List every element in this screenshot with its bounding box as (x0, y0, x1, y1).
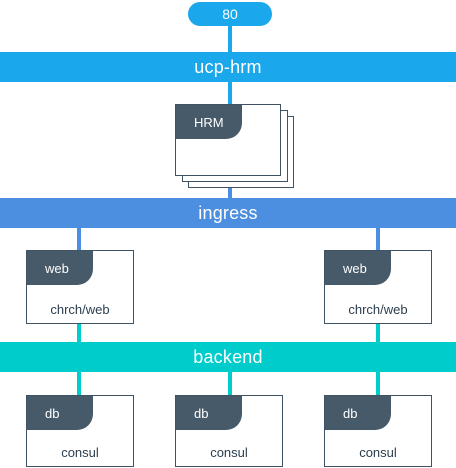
web-left-ingress-connector (77, 226, 81, 252)
port-label: 80 (222, 6, 238, 22)
port-connector (228, 24, 232, 54)
web-tag: web (325, 251, 391, 285)
hrm-bottom-connector (228, 186, 232, 198)
ucp-hrm-label: ucp-hrm (194, 56, 262, 77)
db-center-connector (228, 370, 232, 396)
db-tag: db (27, 396, 93, 430)
ingress-network-bar: ingress (0, 198, 456, 228)
web-service-card-right: web chrch/web (324, 250, 432, 324)
db-tag-label: db (194, 405, 209, 421)
web-tag-label: web (343, 260, 367, 276)
db-image-label: consul (210, 445, 248, 460)
web-image-label: chrch/web (50, 302, 110, 317)
db-image-label: consul (359, 445, 397, 460)
web-right-ingress-connector (376, 226, 380, 252)
db-image-label: consul (61, 445, 99, 460)
hrm-tag-label: HRM (194, 114, 224, 130)
hrm-top-connector (228, 80, 232, 106)
db-card-right: db consul (324, 395, 432, 467)
web-image-label: chrch/web (348, 302, 408, 317)
ingress-label: ingress (198, 202, 258, 223)
web-tag: web (27, 251, 93, 285)
db-right-connector (376, 370, 380, 396)
backend-label: backend (193, 346, 263, 367)
port-80-pill: 80 (188, 2, 272, 26)
hrm-card: HRM (175, 104, 281, 176)
web-right-backend-connector (376, 322, 380, 344)
backend-network-bar: backend (0, 342, 456, 372)
db-left-connector (77, 370, 81, 396)
hrm-tag: HRM (176, 105, 242, 139)
web-tag-label: web (45, 260, 69, 276)
db-card-left: db consul (26, 395, 134, 467)
db-tag: db (176, 396, 242, 430)
db-tag-label: db (343, 405, 358, 421)
ucp-hrm-network-bar: ucp-hrm (0, 52, 456, 82)
db-tag-label: db (45, 405, 60, 421)
db-card-center: db consul (175, 395, 283, 467)
db-tag: db (325, 396, 391, 430)
web-left-backend-connector (77, 322, 81, 344)
web-service-card-left: web chrch/web (26, 250, 134, 324)
